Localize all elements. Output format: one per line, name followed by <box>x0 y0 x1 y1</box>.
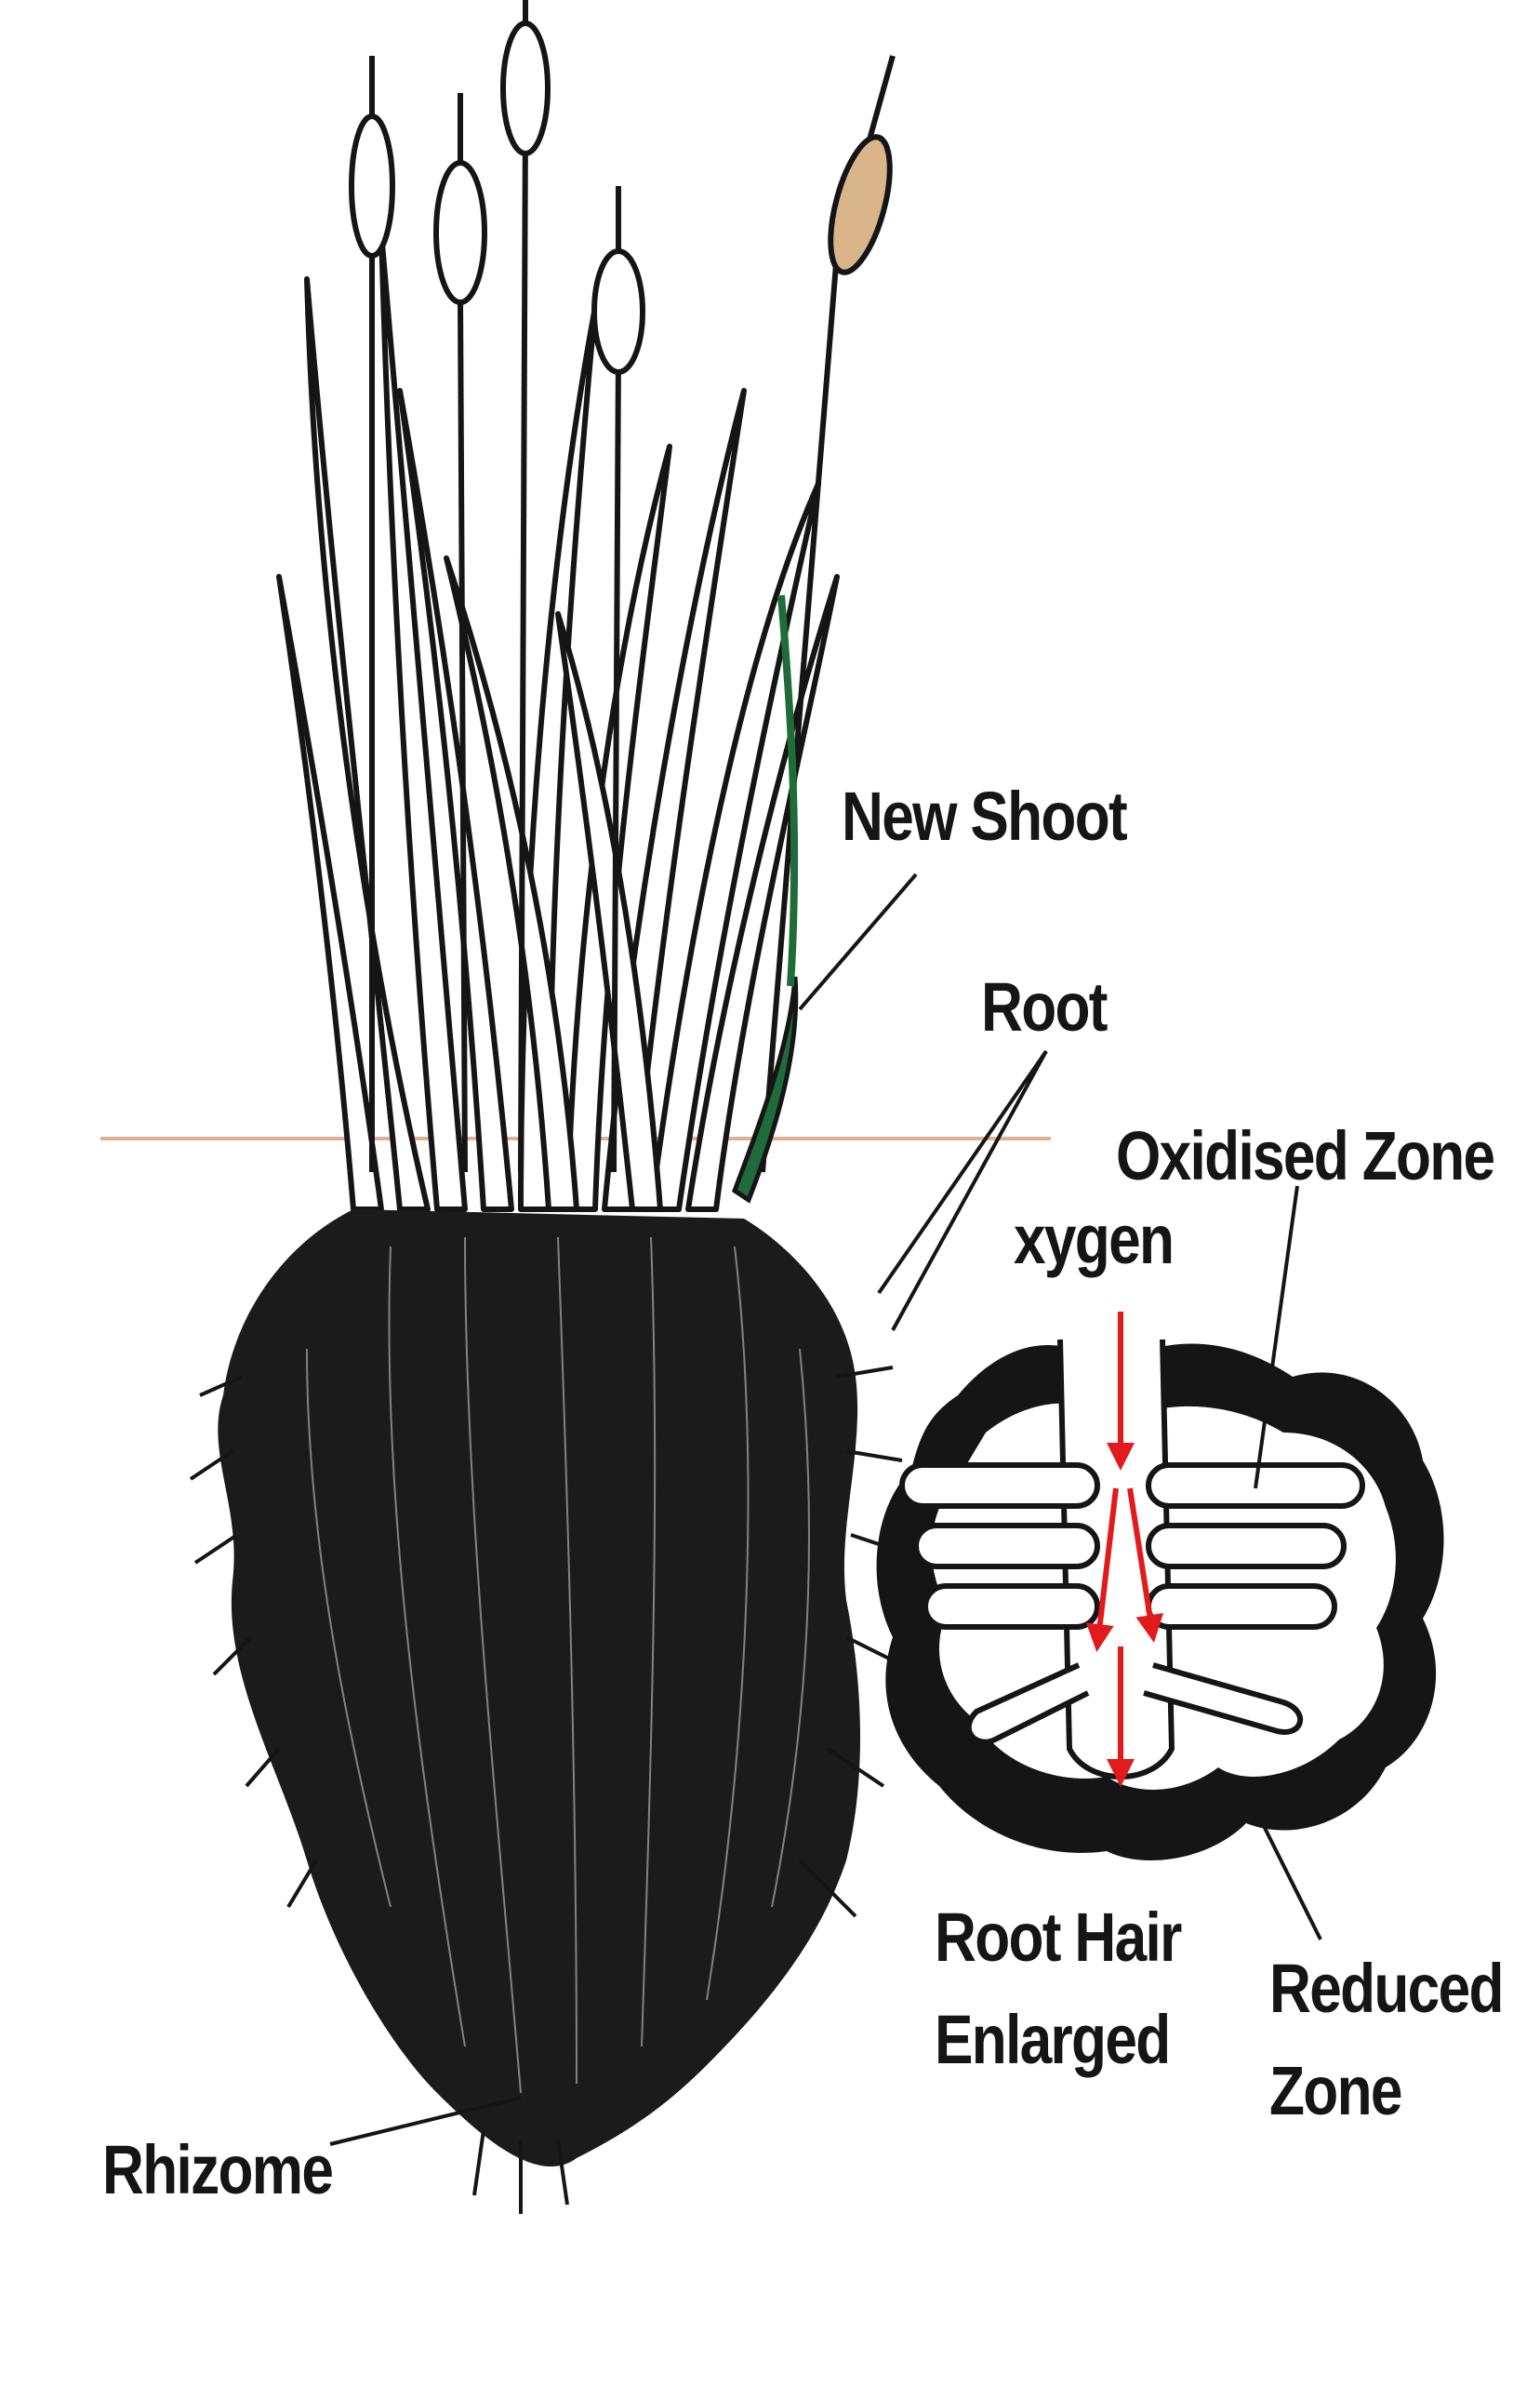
oxygen-arrows <box>1085 1312 1164 1787</box>
root-leader-a <box>877 1049 1048 1295</box>
new-shoot <box>731 976 799 1204</box>
new-shoot-leader <box>798 873 918 1011</box>
oxygen-label: xygen <box>1014 1201 1175 1278</box>
root-leader-b <box>891 1050 1048 1331</box>
reduced-zone-leader <box>1249 1799 1322 1940</box>
root-hair-detail <box>876 1312 1444 1860</box>
cattail-head-mature <box>828 55 896 275</box>
new-shoot-label: New Shoot <box>842 778 1128 855</box>
reduced-zone-label-line1: Reduced <box>1269 1950 1504 2027</box>
root-hair-label-line1: Root Hair <box>935 1899 1182 1976</box>
oxidised-zone-leader <box>1254 1185 1299 1489</box>
oxidised-zone-label: Oxidised Zone <box>1116 1117 1495 1194</box>
root-hair-label-line2: Enlarged <box>935 2001 1171 2078</box>
reduced-zone-label-line2: Zone <box>1269 2052 1402 2129</box>
leaf-blades <box>276 230 840 1212</box>
root-mass <box>189 1209 908 2214</box>
new-shoot-stem <box>777 594 799 987</box>
rhizome-leader <box>329 2096 522 2146</box>
leader-lines <box>329 873 1322 2146</box>
rhizome-label: Rhizome <box>102 2131 334 2208</box>
cattail-stalks <box>349 0 844 1173</box>
root-label: Root <box>981 968 1108 1046</box>
